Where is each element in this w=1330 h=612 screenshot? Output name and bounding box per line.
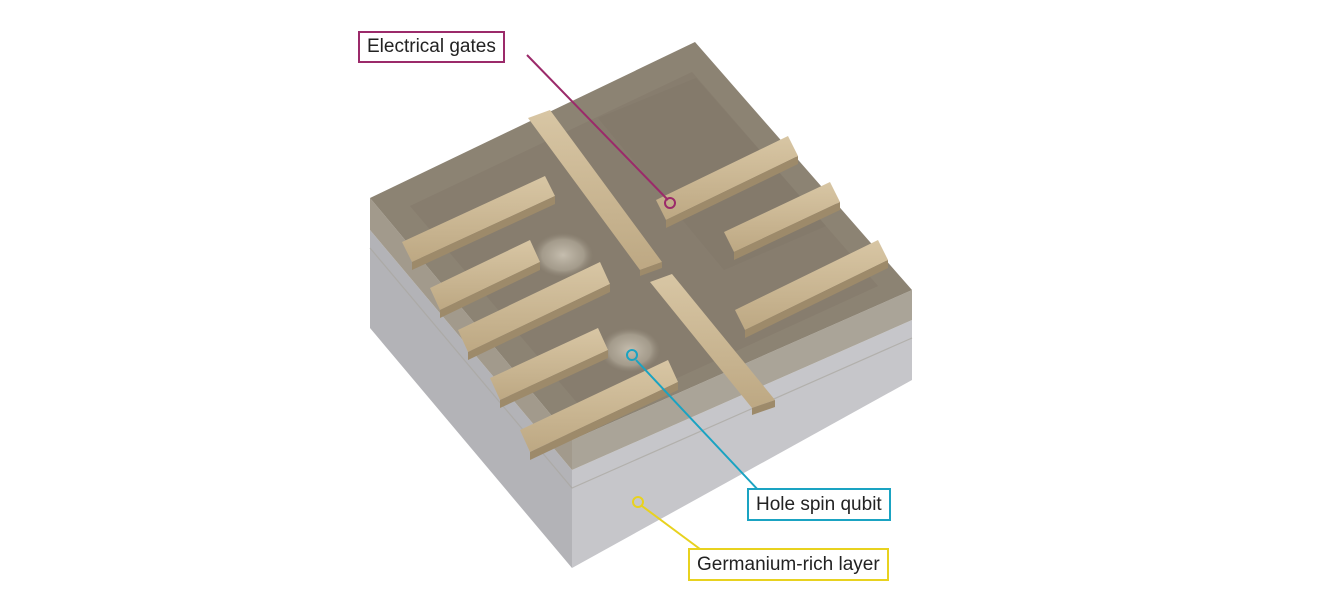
- substrate-right-face: [572, 320, 912, 568]
- leader-line-qubit: [635, 359, 761, 493]
- marker-qubit: [626, 349, 638, 361]
- leader-line-layer: [641, 505, 705, 553]
- substrate-block: [369, 230, 913, 568]
- marker-gates: [664, 197, 676, 209]
- leader-line-gates: [526, 54, 669, 201]
- layer-boundary-line: [369, 247, 913, 489]
- callout-electrical-gates: [526, 54, 676, 209]
- hole-spin-qubit-label: Hole spin qubit: [747, 488, 891, 521]
- gate-center-upper: [528, 110, 662, 270]
- gate-bars: [402, 110, 888, 460]
- substrate-left-face: [370, 230, 572, 568]
- germanium-layer-label: Germanium-rich layer: [688, 548, 889, 581]
- gate-right-1: [656, 136, 798, 220]
- gate-right-2: [724, 182, 840, 252]
- gate-left-2: [430, 240, 540, 310]
- gate-center-lower: [650, 274, 775, 408]
- callout-hole-spin-qubit: [626, 349, 761, 493]
- gate-left-5: [520, 360, 678, 452]
- electrical-gates-label: Electrical gates: [358, 31, 505, 63]
- gate-left-4: [490, 328, 608, 400]
- gate-left-1: [402, 176, 555, 262]
- marker-layer: [632, 496, 644, 508]
- qubit-dot-upper: [533, 233, 593, 277]
- gate-left-3: [458, 262, 610, 352]
- callout-germanium-layer: [632, 496, 705, 553]
- gate-right-3: [735, 240, 888, 330]
